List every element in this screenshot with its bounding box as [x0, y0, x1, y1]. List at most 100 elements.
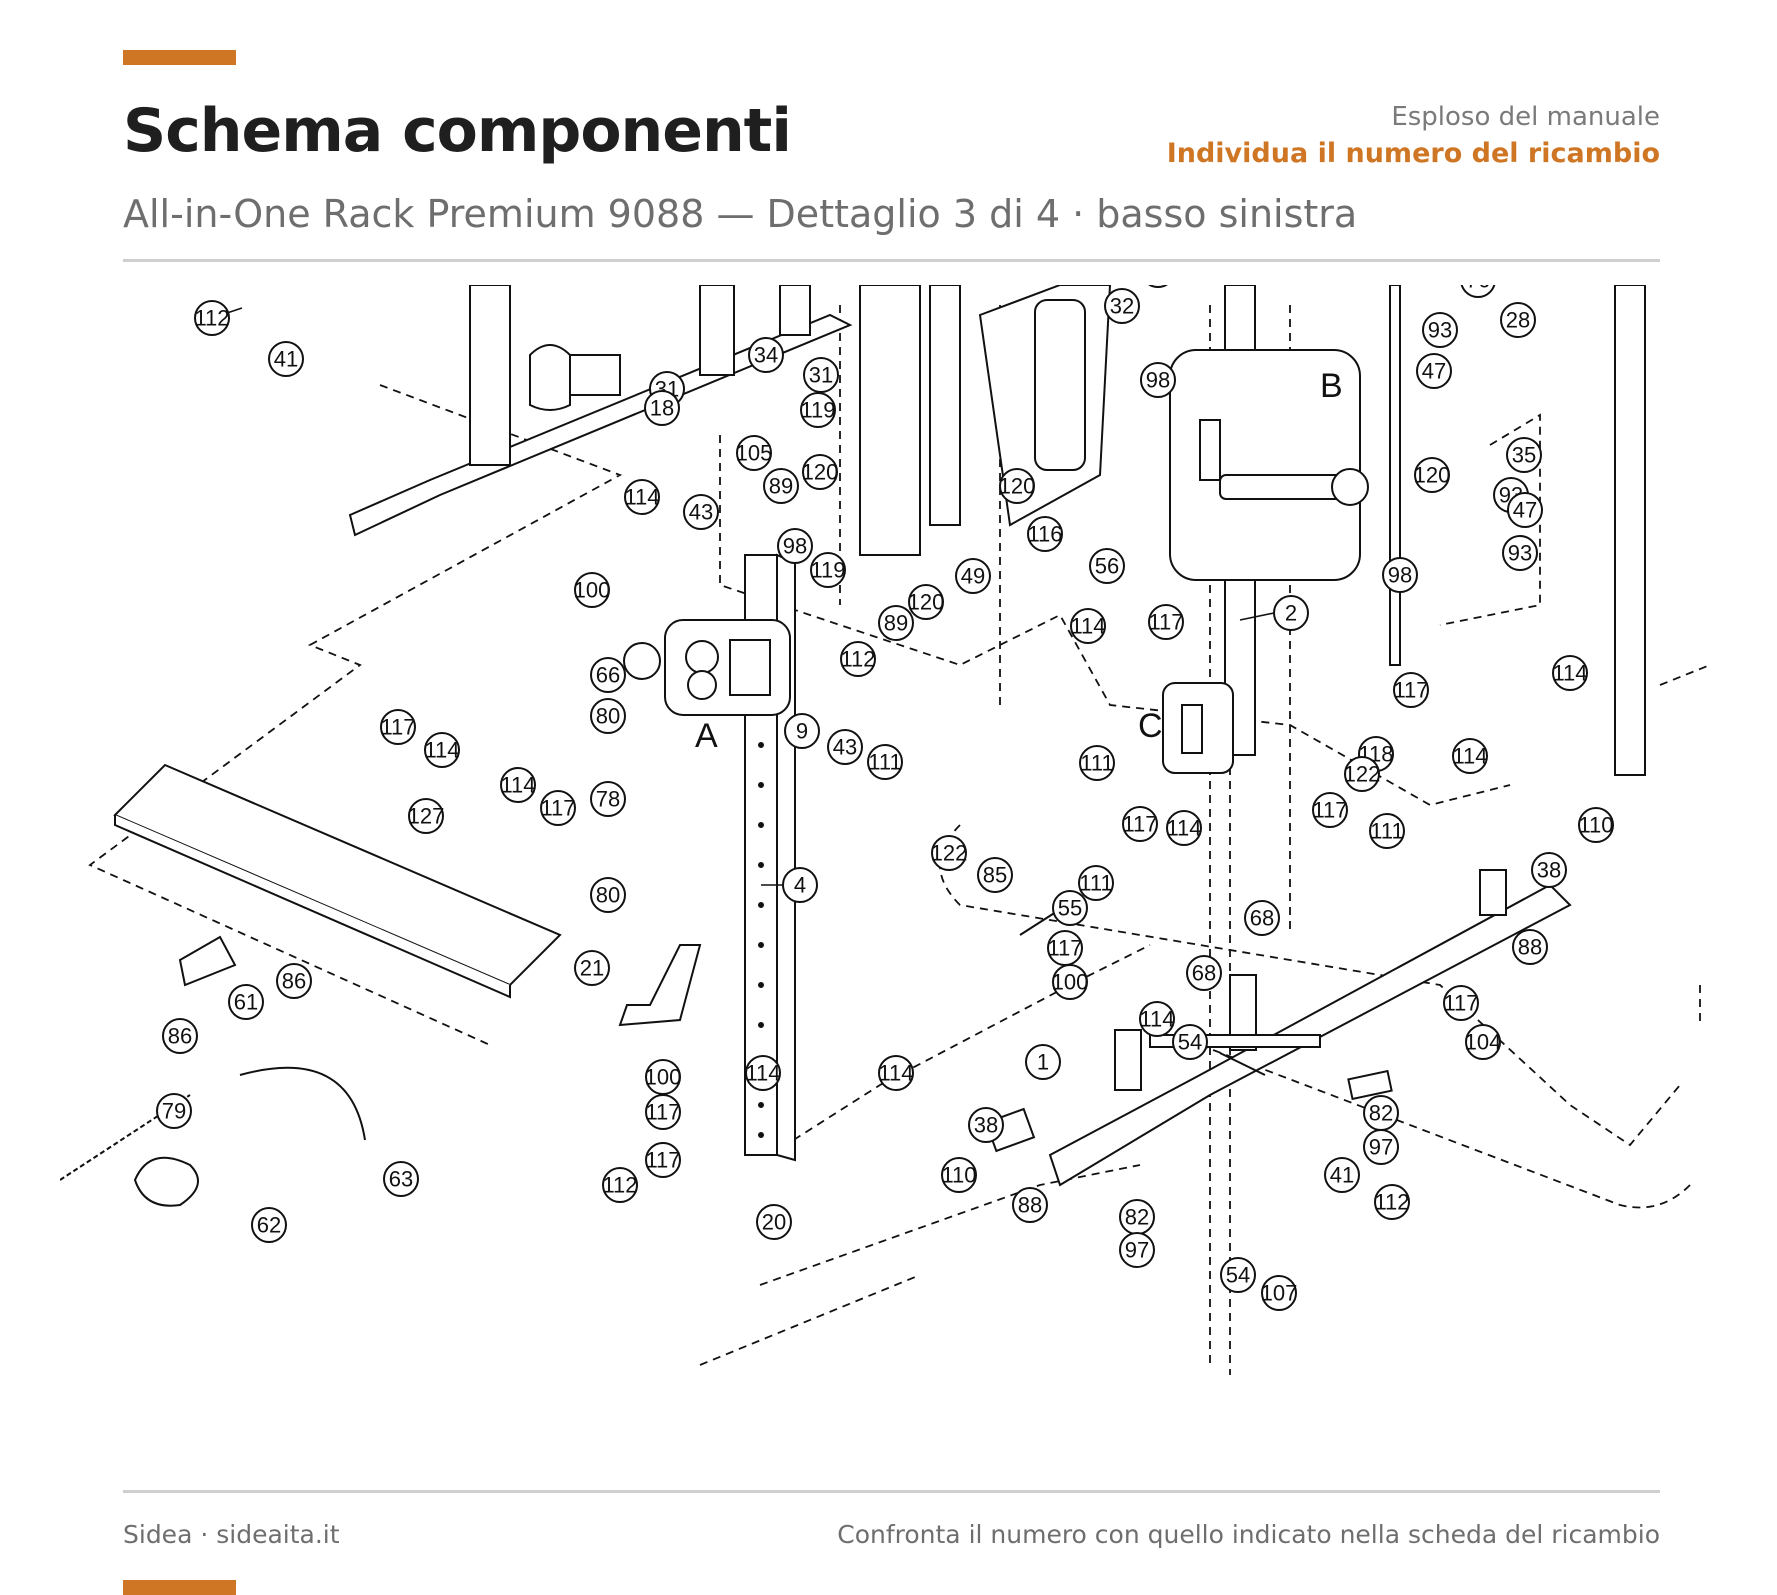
part-callout: 1 — [1025, 1044, 1061, 1080]
svg-text:89: 89 — [884, 611, 908, 636]
svg-text:117: 117 — [1047, 936, 1082, 961]
part-callout: 38 — [968, 1107, 1004, 1143]
svg-text:112: 112 — [194, 306, 229, 331]
svg-text:32: 32 — [1110, 294, 1134, 319]
part-callout: 110 — [1578, 807, 1614, 843]
svg-text:86: 86 — [282, 969, 306, 994]
svg-text:34: 34 — [754, 343, 778, 368]
part-callout: 80 — [590, 698, 626, 734]
svg-text:114: 114 — [624, 485, 659, 510]
part-callout: 79 — [156, 1093, 192, 1129]
svg-text:68: 68 — [1250, 906, 1274, 931]
part-callout: 117 — [1122, 806, 1158, 842]
svg-text:66: 66 — [596, 663, 620, 688]
part-callout: 68 — [1244, 900, 1280, 936]
part-callout: 111 — [867, 744, 903, 780]
part-callout: 26 — [1148, 285, 1168, 288]
part-callout: 43 — [683, 494, 719, 530]
detail-letters: A B C — [695, 367, 1343, 755]
accessories — [60, 642, 1393, 1207]
part-callout: 105 — [736, 435, 773, 471]
svg-text:82: 82 — [1125, 1205, 1149, 1230]
part-callout: 111 — [1369, 813, 1405, 849]
part-callout: 111 — [1078, 865, 1114, 901]
part-callout: 117 — [1312, 792, 1348, 828]
divider-top — [123, 259, 1660, 262]
part-callout: 31 — [803, 357, 839, 393]
svg-text:114: 114 — [424, 738, 459, 763]
part-callout: 122 — [1344, 756, 1380, 792]
svg-text:20: 20 — [762, 1210, 786, 1235]
svg-text:117: 117 — [1148, 610, 1183, 635]
part-callout: 54 — [1172, 1024, 1208, 1060]
detail-C — [1162, 682, 1234, 774]
part-callout: 41 — [268, 341, 304, 377]
part-callout: 85 — [977, 857, 1013, 893]
svg-text:98: 98 — [1146, 368, 1170, 393]
svg-text:1: 1 — [1037, 1050, 1049, 1075]
part-callout: 114 — [1552, 655, 1588, 691]
part-callout: 120 — [1414, 457, 1451, 493]
svg-text:105: 105 — [736, 441, 773, 466]
svg-text:47: 47 — [1422, 359, 1446, 384]
svg-text:79: 79 — [162, 1099, 186, 1124]
part-callout: 89 — [763, 468, 799, 504]
svg-text:41: 41 — [274, 347, 298, 372]
svg-text:41: 41 — [1330, 1163, 1354, 1188]
part-callout: 56 — [1089, 548, 1125, 584]
detail-letter-a: A — [695, 717, 718, 755]
accent-bar-bottom — [123, 1580, 236, 1595]
part-callout: 78 — [590, 781, 626, 817]
svg-text:122: 122 — [931, 841, 968, 866]
part-callout: 18 — [644, 390, 680, 426]
part-callout: 112 — [1374, 1184, 1410, 1220]
svg-text:119: 119 — [800, 398, 835, 423]
part-callout: 127 — [408, 798, 444, 834]
svg-text:47: 47 — [1513, 498, 1537, 523]
svg-text:93: 93 — [1428, 318, 1452, 343]
part-callout: 100 — [645, 1059, 681, 1095]
svg-text:49: 49 — [961, 564, 985, 589]
footer-brand: Sidea · sideaita.it — [123, 1520, 340, 1549]
page-title: Schema componenti — [123, 96, 792, 166]
svg-text:28: 28 — [1506, 308, 1530, 333]
part-callout: 117 — [1148, 604, 1184, 640]
svg-text:117: 117 — [645, 1148, 680, 1173]
frame-top-left — [348, 285, 853, 537]
part-callout: 4 — [761, 867, 818, 903]
svg-text:38: 38 — [1537, 858, 1561, 883]
part-callout: 97 — [1119, 1232, 1155, 1268]
part-callout: 98 — [1382, 557, 1418, 593]
svg-text:120: 120 — [1414, 463, 1451, 488]
svg-text:112: 112 — [1374, 1190, 1409, 1215]
svg-text:85: 85 — [983, 863, 1007, 888]
svg-text:54: 54 — [1178, 1030, 1202, 1055]
svg-text:54: 54 — [1226, 1263, 1250, 1288]
svg-text:62: 62 — [257, 1213, 281, 1238]
part-callout: 98 — [1140, 362, 1176, 398]
page-subtitle: All-in-One Rack Premium 9088 — Dettaglio… — [123, 192, 1358, 236]
svg-text:9: 9 — [796, 719, 808, 744]
svg-text:63: 63 — [389, 1167, 413, 1192]
divider-bottom — [123, 1490, 1660, 1493]
part-callout: 119 — [800, 392, 836, 428]
part-callout: 122 — [931, 835, 968, 871]
svg-text:80: 80 — [596, 704, 620, 729]
svg-text:86: 86 — [168, 1024, 192, 1049]
part-callout: 114 — [1139, 1001, 1175, 1037]
part-callout: 117 — [645, 1142, 681, 1178]
part-callout: 63 — [383, 1161, 419, 1197]
detail-letter-b: B — [1320, 367, 1343, 405]
svg-text:93: 93 — [1508, 541, 1532, 566]
detail-letter-c: C — [1138, 707, 1163, 745]
header-info: Esploso del manuale Individua il numero … — [1167, 102, 1660, 169]
part-callout: 21 — [574, 950, 610, 986]
part-callout: 54 — [1220, 1257, 1256, 1293]
part-callout: 114 — [1166, 810, 1202, 846]
part-callout: 119 — [810, 552, 846, 588]
svg-text:117: 117 — [1443, 991, 1478, 1016]
part-callout: 55 — [1052, 890, 1088, 926]
svg-text:80: 80 — [596, 883, 620, 908]
svg-text:31: 31 — [809, 363, 833, 388]
svg-text:110: 110 — [941, 1163, 976, 1188]
